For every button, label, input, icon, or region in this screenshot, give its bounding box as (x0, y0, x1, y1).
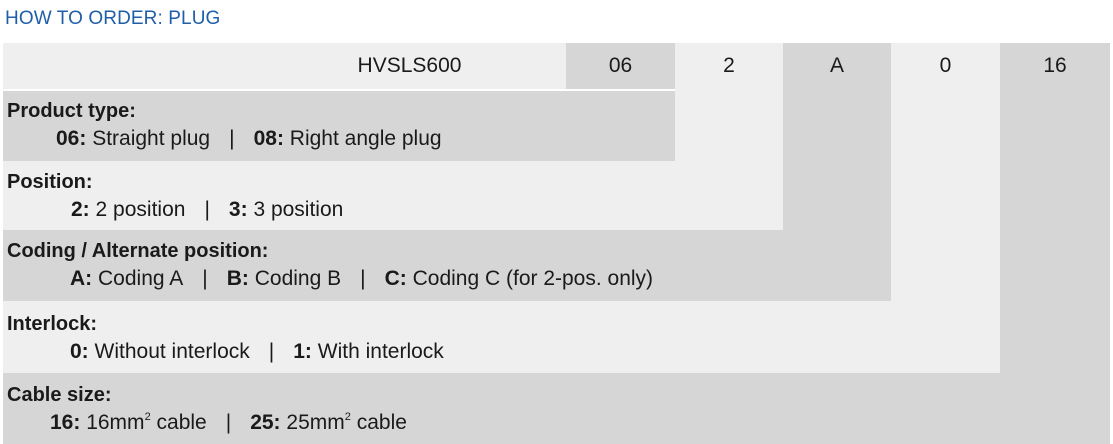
options-line: 06: Straight plug | 08: Right angle plug (56, 127, 442, 151)
base-part-number-cell: HVSLS600 (3, 43, 566, 89)
column-interlock-extension (891, 89, 1000, 301)
superscript: 2 (344, 411, 351, 423)
column-cable-size-extension (1000, 89, 1110, 373)
option-label: With interlock (317, 340, 444, 363)
section-title: Coding / Alternate position: (7, 240, 269, 262)
option-code: 06: (56, 127, 87, 150)
code-cell-position: 2 (675, 43, 783, 89)
option-code: 2: (71, 198, 90, 221)
superscript: 2 (144, 411, 151, 423)
option-code: 3: (228, 198, 248, 221)
separator: | (268, 340, 275, 363)
options-line: A: Coding A | B: Coding B | C: Coding C (for… (70, 267, 653, 291)
column-position-extension (675, 89, 783, 161)
option-label: 2 position (95, 198, 186, 221)
option-code: 0: (70, 340, 89, 363)
option-label: 25mm (286, 411, 345, 434)
section-title: Cable size: (7, 384, 112, 406)
option-label: 16mm (86, 411, 145, 434)
code-interlock: 0 (939, 54, 952, 77)
option-label: 3 position (253, 198, 344, 221)
separator: | (360, 267, 366, 290)
option-code: A: (70, 267, 93, 290)
options-line: 2: 2 position | 3: 3 position (71, 198, 343, 222)
page-title: HOW TO ORDER: PLUG (5, 8, 221, 29)
section-title: Position: (7, 171, 93, 193)
section-cable-size: Cable size: 16: 16mm2 cable|25: 25mm2 ca… (3, 373, 1110, 444)
code-cell-interlock: 0 (891, 43, 1000, 89)
code-product-type: 06 (608, 54, 633, 77)
option-suffix: cable (350, 411, 407, 434)
option-label: Coding A (98, 267, 184, 290)
options-line: 16: 16mm2 cable|25: 25mm2 cable (50, 411, 407, 435)
code-cable-size: 16 (1043, 54, 1067, 77)
option-label: Coding B (254, 267, 342, 290)
option-suffix: cable (150, 411, 207, 434)
code-coding: A (829, 54, 844, 77)
option-code: C: (384, 267, 407, 290)
option-label: Without interlock (94, 340, 250, 363)
base-part-number: HVSLS600 (357, 54, 462, 77)
option-code: 16: (50, 411, 81, 434)
option-code: 25: (250, 411, 281, 434)
section-coding: Coding / Alternate position: A: Coding A… (3, 230, 891, 301)
option-code: 08: (253, 127, 284, 150)
option-label: Right angle plug (289, 127, 442, 150)
code-position: 2 (723, 54, 735, 77)
option-code: B: (226, 267, 249, 290)
separator: | (229, 127, 235, 150)
section-position: Position: 2: 2 position | 3: 3 position (3, 161, 783, 230)
separator: | (225, 411, 232, 434)
separator: | (202, 267, 208, 290)
section-title: Product type: (7, 100, 136, 122)
option-code: 1: (293, 340, 312, 363)
section-product-type: Product type: 06: Straight plug | 08: Righ… (3, 91, 675, 161)
code-cell-coding: A (783, 43, 891, 89)
section-interlock: Interlock: 0: Without interlock | 1: With … (3, 301, 1000, 373)
options-line: 0: Without interlock | 1: With interlock (70, 340, 444, 364)
option-label: Coding C (for 2-pos. only) (412, 267, 654, 290)
column-coding-extension (783, 89, 891, 230)
code-cell-cable-size: 16 (1000, 43, 1110, 89)
separator: | (204, 198, 210, 221)
option-label: Straight plug (92, 127, 211, 150)
section-title: Interlock: (7, 313, 98, 335)
code-cell-product-type: 06 (566, 43, 675, 89)
